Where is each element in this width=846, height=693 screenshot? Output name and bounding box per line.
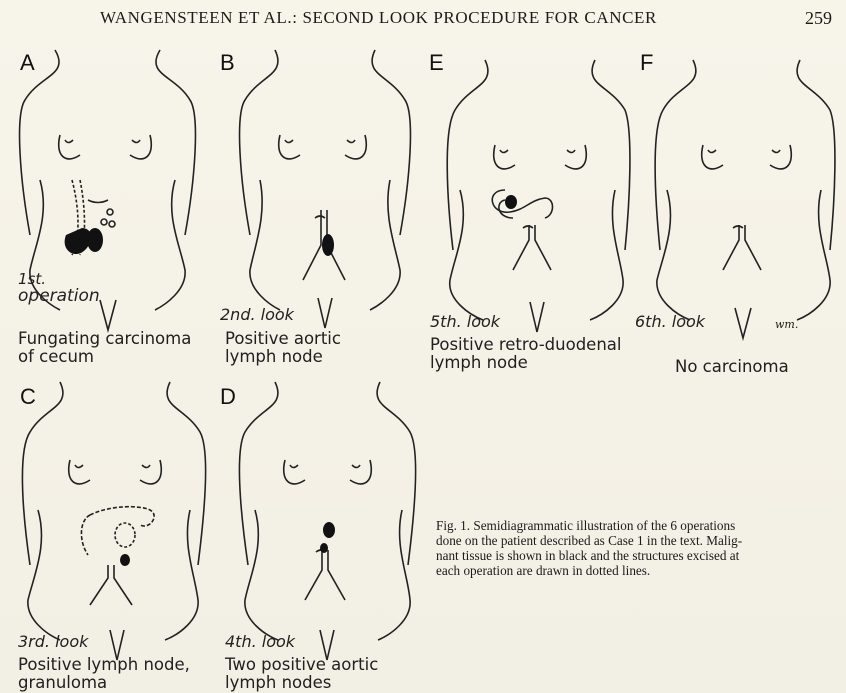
panel-e: E 5th. look Positive retro-duodenal bbox=[425, 40, 635, 370]
panel-a: A 1st. operation bbox=[0, 40, 215, 340]
figure-caption-line: done on the patient described as Case 1 … bbox=[436, 533, 836, 548]
panel-caption: Positive lymph node, granuloma bbox=[18, 656, 190, 692]
operation-label: operation bbox=[18, 286, 100, 306]
operation-label: 6th. look bbox=[635, 312, 705, 331]
operation-label: 3rd. look bbox=[18, 632, 88, 651]
figure-caption-line: each operation are drawn in dotted lines… bbox=[436, 563, 836, 578]
panel-caption: Fungating carcinoma of cecum bbox=[18, 330, 191, 366]
page-header: WANGENSTEEN ET AL.: SECOND LOOK PROCEDUR… bbox=[0, 8, 846, 34]
panel-b: B 2nd. look Positive aortic lymph node bbox=[215, 40, 425, 340]
page-number: 259 bbox=[805, 8, 832, 29]
torso-figure bbox=[215, 40, 425, 340]
operation-label: 4th. look bbox=[225, 632, 295, 651]
panel-caption: Positive retro-duodenal lymph node bbox=[430, 336, 621, 372]
panel-caption: Two positive aortic lymph nodes bbox=[225, 656, 378, 692]
figure-caption: Fig. 1. Semidiagrammatic illustration of… bbox=[436, 518, 836, 578]
artist-signature: wm. bbox=[775, 318, 798, 331]
panel-c: C 3rd. look Positive lymph node, gr bbox=[0, 380, 220, 693]
panel-d: D 4th. look Two positive aortic lymph no… bbox=[220, 380, 430, 693]
panel-f: F 6th. look wm. No carcinoma bbox=[635, 40, 840, 380]
figure-caption-line: nant tissue is shown in black and the st… bbox=[436, 548, 836, 563]
operation-label: 2nd. look bbox=[220, 305, 294, 324]
panel-caption: No carcinoma bbox=[675, 358, 789, 376]
running-head: WANGENSTEEN ET AL.: SECOND LOOK PROCEDUR… bbox=[100, 8, 657, 28]
panel-caption: Positive aortic lymph node bbox=[225, 330, 341, 366]
figure-caption-line: Fig. 1. Semidiagrammatic illustration of… bbox=[436, 518, 836, 533]
operation-label: 5th. look bbox=[430, 312, 500, 331]
